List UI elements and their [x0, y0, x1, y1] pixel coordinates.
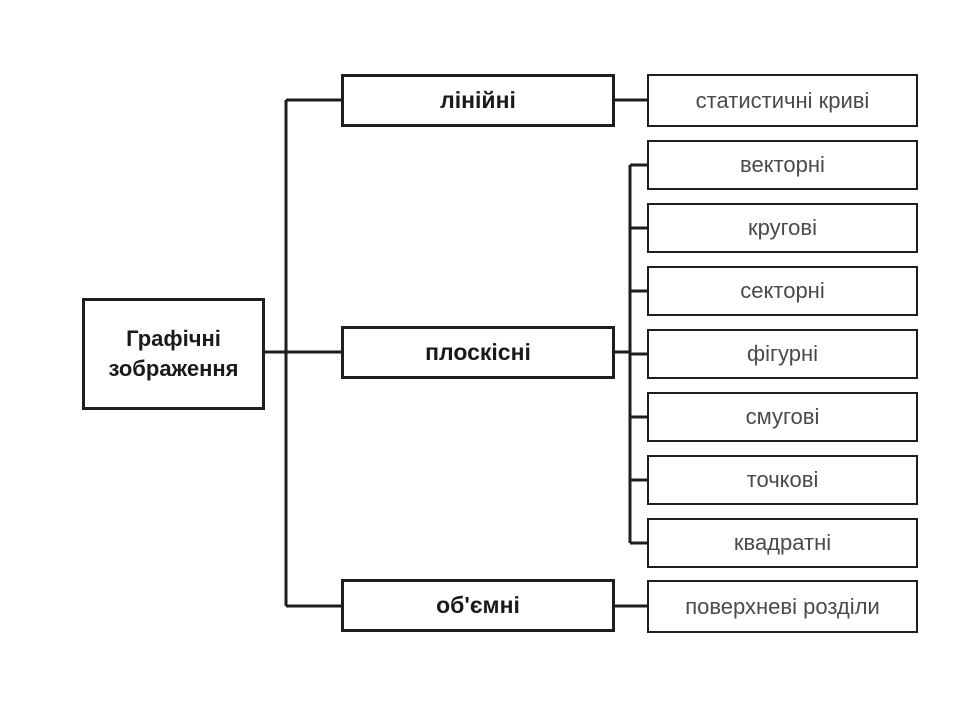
leaf-statistical-curves: статистичні криві [647, 74, 918, 127]
category-linear: лінійні [341, 74, 615, 127]
connector-planar-items [615, 163, 647, 545]
leaf-strip: смугові [647, 392, 918, 442]
category-planar: плоскісні [341, 326, 615, 379]
connector-root-trunk [265, 98, 341, 608]
leaf-figure: фігурні [647, 329, 918, 379]
root-label-line2: зображення [108, 356, 239, 381]
category-volumetric: об'ємні [341, 579, 615, 632]
root-label-line1: Графічні [126, 326, 221, 351]
leaf-vector: векторні [647, 140, 918, 190]
root-node: Графічні зображення [82, 298, 265, 410]
leaf-circular: кругові [647, 203, 918, 253]
leaf-square: квадратні [647, 518, 918, 568]
leaf-dot: точкові [647, 455, 918, 505]
leaf-sector: секторні [647, 266, 918, 316]
leaf-surface-sections: поверхневі розділи [647, 580, 918, 633]
